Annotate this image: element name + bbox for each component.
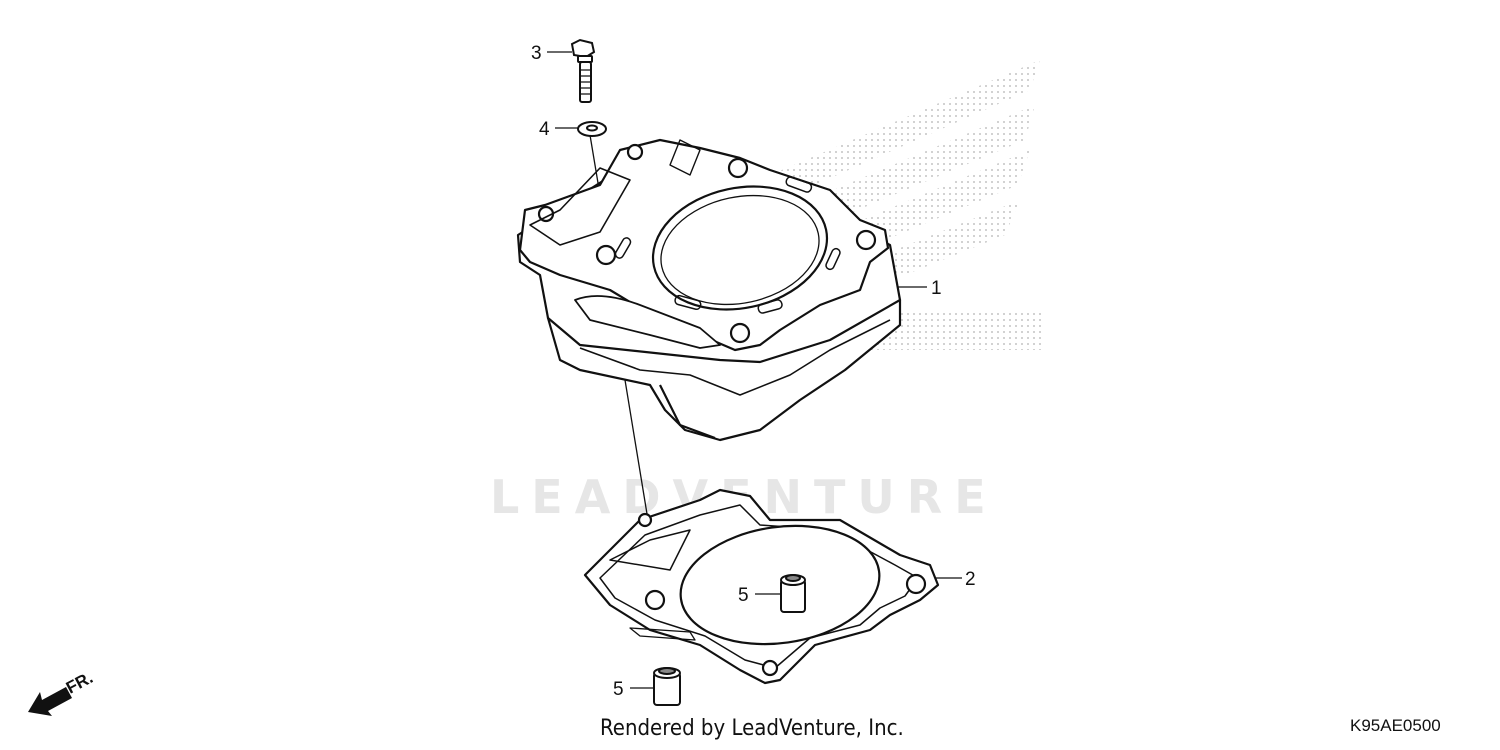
dowel-pin-upper[interactable] <box>780 574 806 613</box>
callout-3: 3 <box>531 43 542 64</box>
front-direction-arrow: FR. <box>28 668 96 716</box>
callout-2: 2 <box>965 569 976 590</box>
cylinder-part[interactable] <box>516 138 902 442</box>
callout-1: 1 <box>931 278 942 299</box>
dowel-pin-lower[interactable] <box>653 667 681 706</box>
callout-5-lower: 5 <box>613 679 624 700</box>
callout-5-upper: 5 <box>738 585 749 606</box>
callout-4: 4 <box>539 119 550 140</box>
bolt-part[interactable] <box>570 38 596 103</box>
diagram-code: K95AE0500 <box>1350 716 1441 735</box>
washer-part[interactable] <box>577 121 607 137</box>
callout-leaders <box>547 51 962 689</box>
render-credit: Rendered by LeadVenture, Inc. <box>600 716 904 741</box>
